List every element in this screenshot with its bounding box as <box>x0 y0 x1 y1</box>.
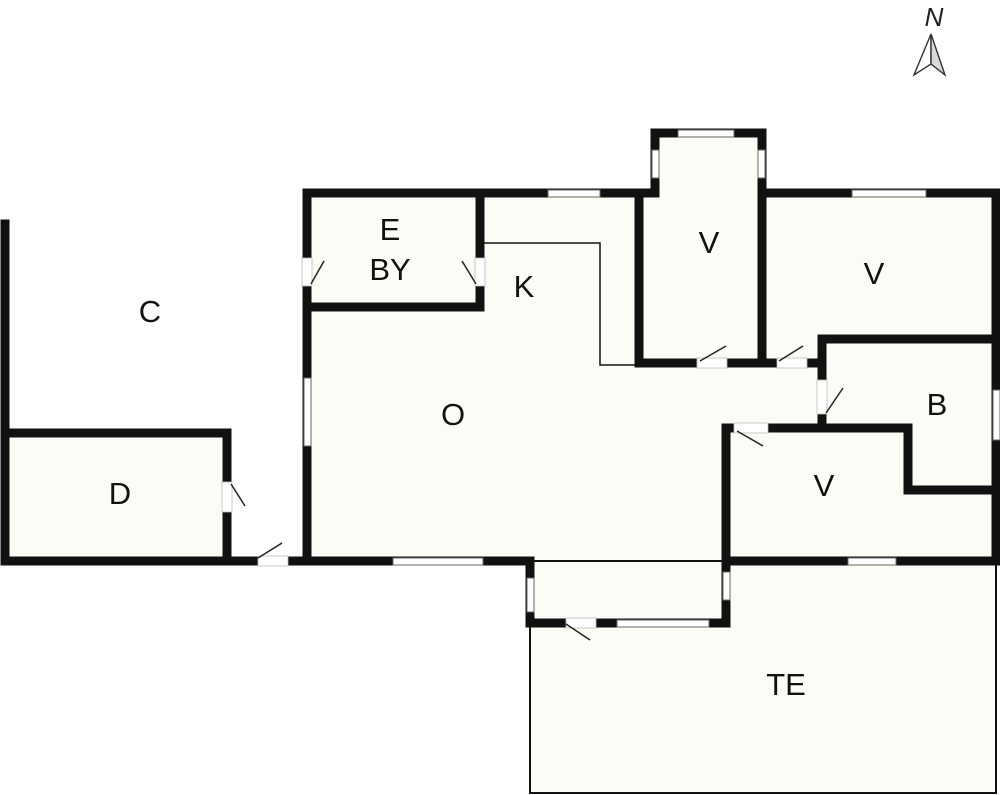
door-swing-line <box>230 483 246 507</box>
north-label: N <box>925 2 944 32</box>
door-swing-line <box>699 345 727 362</box>
window <box>392 557 484 566</box>
room-label-bedroom-central: V <box>699 225 720 260</box>
room-label-bathroom: B <box>927 387 948 422</box>
window <box>851 189 927 198</box>
door-swing-line <box>310 260 325 285</box>
window <box>992 389 1000 441</box>
window <box>616 619 710 628</box>
door-opening <box>733 422 769 434</box>
door-swing-line <box>257 542 283 559</box>
window <box>847 557 897 566</box>
room-labels: C D E BY K O V V B V TE <box>109 212 948 702</box>
door-opening <box>221 481 233 513</box>
door-swing-line <box>825 387 844 414</box>
window <box>547 189 601 198</box>
room-label-bedroom-southeast: V <box>814 468 835 503</box>
entrance-wall <box>302 188 485 312</box>
room-label-storage: D <box>109 476 131 511</box>
room-label-kitchen: K <box>514 269 535 304</box>
door-swing-line <box>565 623 591 641</box>
room-label-terrace: TE <box>766 667 806 702</box>
windows <box>303 129 1000 628</box>
door-swing-line <box>778 345 804 362</box>
doors <box>221 257 844 641</box>
room-label-entrance-2: BY <box>369 252 410 287</box>
window <box>722 571 731 601</box>
window <box>303 377 312 447</box>
window <box>526 577 535 613</box>
compass: N <box>912 2 947 78</box>
door-swing-line <box>461 260 477 285</box>
window <box>651 149 660 179</box>
window <box>677 129 735 138</box>
door-opening <box>474 257 486 287</box>
room-label-bedroom-northeast: V <box>864 256 885 291</box>
room-label-entrance-1: E <box>380 212 401 247</box>
room-label-carport: C <box>139 294 161 329</box>
terrace-floor <box>529 560 997 794</box>
door-opening <box>301 257 313 287</box>
house-floor <box>307 133 996 623</box>
floor-areas <box>5 133 997 794</box>
door-opening <box>257 555 289 567</box>
door-opening <box>776 357 808 369</box>
door-swing-line <box>736 430 764 447</box>
storage-floor <box>5 433 227 561</box>
window <box>757 149 766 179</box>
door-opening <box>816 379 828 415</box>
north-arrow-icon <box>912 33 947 78</box>
door-opening <box>565 617 597 629</box>
door-opening <box>696 357 728 369</box>
kitchen-counter <box>480 242 639 366</box>
room-label-living: O <box>441 397 465 432</box>
